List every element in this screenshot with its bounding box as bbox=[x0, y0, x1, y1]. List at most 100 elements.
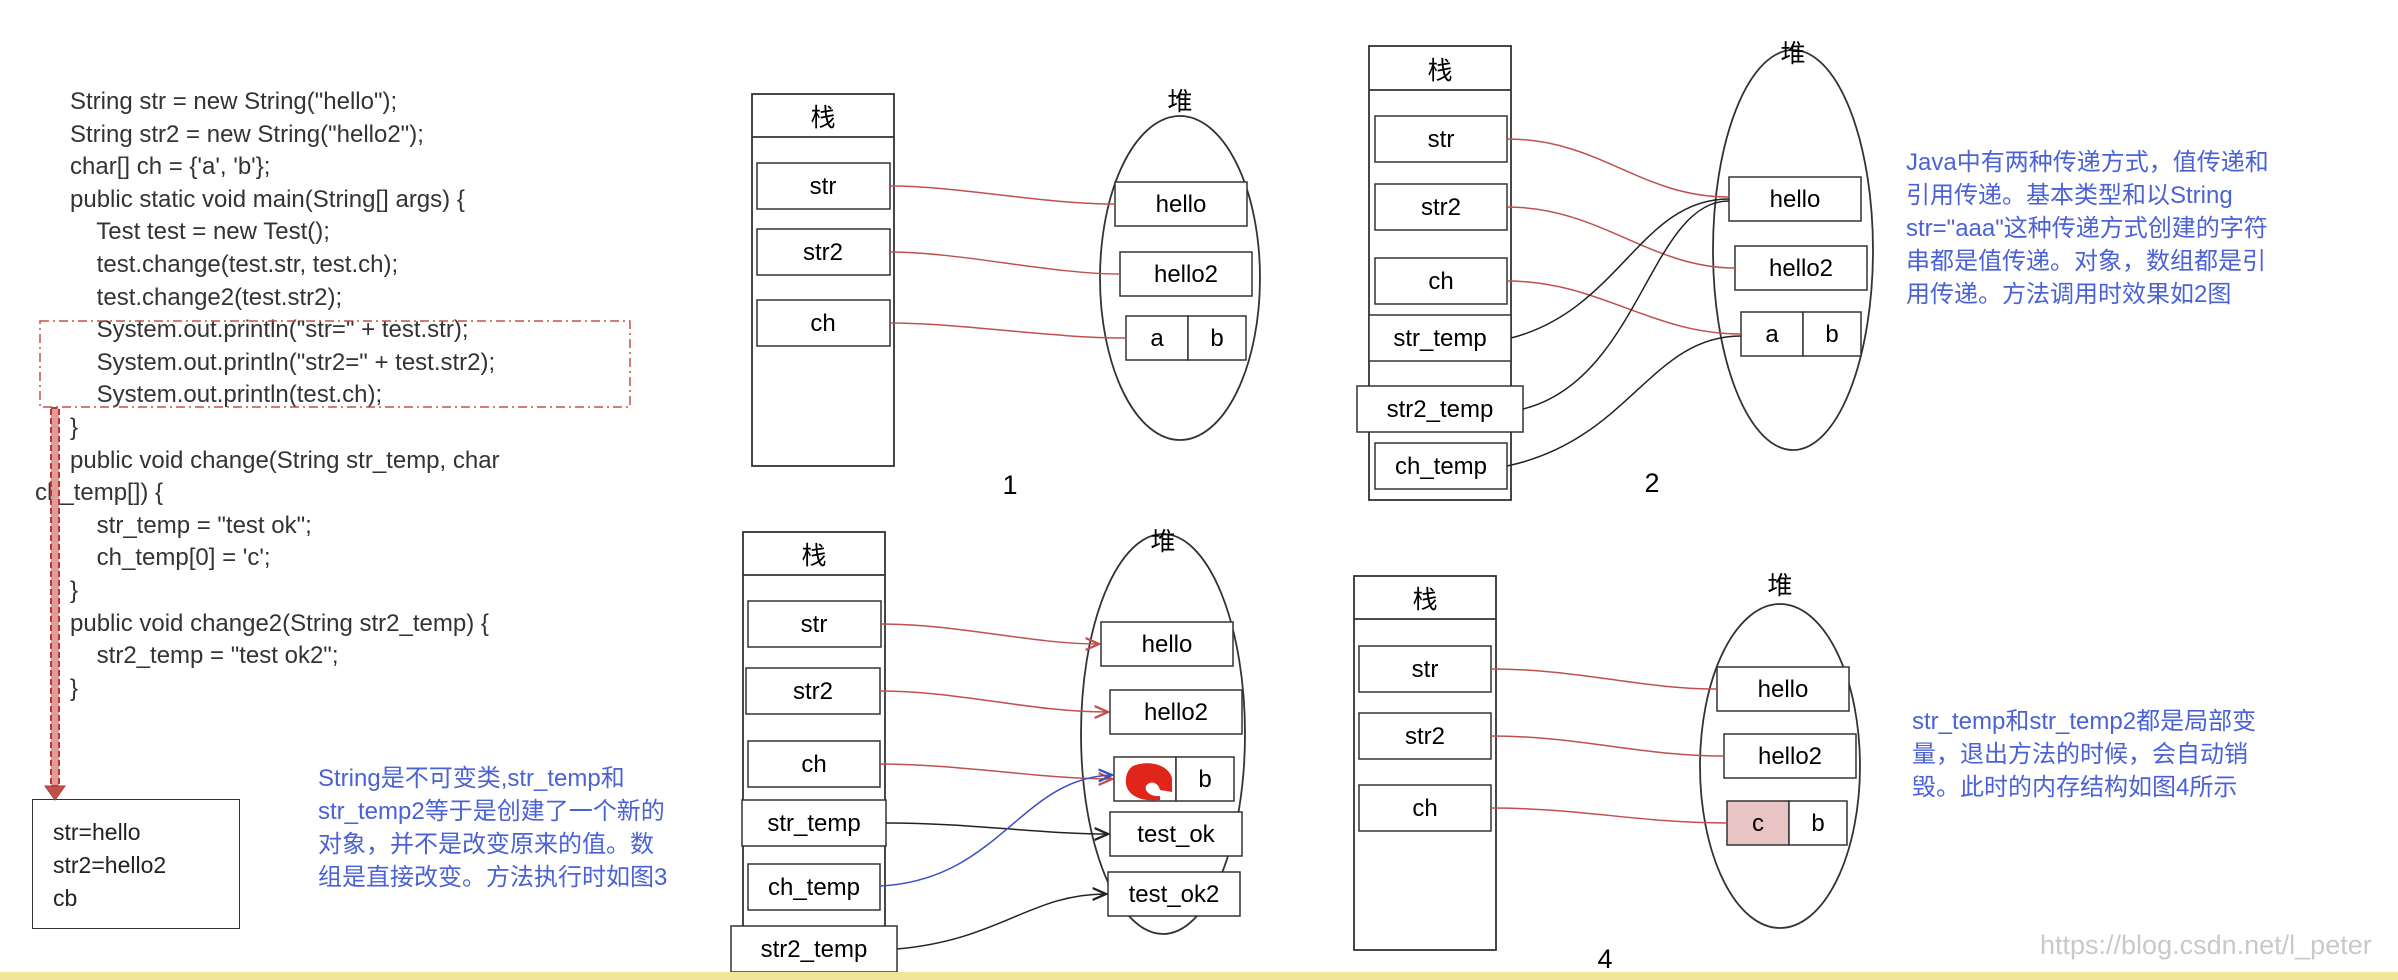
note-pass-by-value-reference: Java中有两种传递方式，值传递和 引用传递。基本类型和以String str=… bbox=[1906, 146, 2366, 311]
heap-object bbox=[1100, 621, 1234, 667]
output-flow-arrow bbox=[44, 407, 66, 801]
stack-frame bbox=[751, 93, 895, 467]
note-line: str_temp2等于是创建了一个新的 bbox=[318, 798, 665, 825]
reference-line bbox=[889, 185, 1116, 205]
heap-object-label: hello bbox=[1156, 191, 1207, 218]
stack-cell-label: ch_temp bbox=[768, 874, 860, 901]
heap-object bbox=[1107, 871, 1241, 917]
heap-object-label: test_ok bbox=[1137, 821, 1215, 848]
note-line: String是不可变类,str_temp和 bbox=[318, 765, 625, 792]
code-line: Test test = new Test(); bbox=[70, 218, 330, 246]
heap-object-label: hello2 bbox=[1758, 743, 1822, 770]
stack-cell-label: str bbox=[1412, 656, 1439, 683]
heap-array-label: b bbox=[1198, 766, 1211, 793]
code-line: String str2 = new String("hello2"); bbox=[70, 120, 424, 148]
stack-cell-label: ch bbox=[810, 310, 835, 337]
diagram-3: 栈 str str2 ch str_temp ch_temp str2_temp… bbox=[730, 528, 1246, 973]
code-line: public void change2(String str2_temp) { bbox=[70, 609, 489, 637]
heap-array-cell bbox=[1125, 315, 1189, 361]
code-line: str_temp = "test ok"; bbox=[70, 511, 312, 539]
stack-cell-label: str2 bbox=[1421, 194, 1461, 221]
diagram-number: 1 bbox=[1002, 470, 1017, 500]
stack-cell-label: str2_temp bbox=[1387, 396, 1494, 423]
code-line: } bbox=[70, 413, 79, 441]
reference-arrow bbox=[896, 894, 1106, 950]
heap-object-label: hello bbox=[1770, 186, 1821, 213]
stack-cell-label: ch bbox=[801, 751, 826, 778]
heap-array-cell bbox=[1740, 311, 1804, 357]
heap-array-cell bbox=[1788, 800, 1848, 846]
stack-cell-label: str2_temp bbox=[761, 936, 868, 963]
output-line: str=hello bbox=[53, 819, 141, 845]
code-line: } bbox=[70, 576, 79, 604]
code-line: str2_temp = "test ok2"; bbox=[70, 642, 339, 670]
heap-array-label: b bbox=[1210, 325, 1223, 352]
code-line: test.change(test.str, test.ch); bbox=[70, 250, 399, 278]
heap-array-label: c bbox=[1752, 810, 1764, 837]
reference-line bbox=[1506, 335, 1742, 467]
reference-line bbox=[1506, 280, 1742, 335]
heap-title: 堆 bbox=[1767, 572, 1792, 600]
stack-cell bbox=[1358, 645, 1492, 693]
code-line: public void change(String str_temp, char bbox=[70, 446, 500, 474]
heap-title: 堆 bbox=[1780, 40, 1805, 68]
code-line: test.change2(test.str2); bbox=[70, 283, 343, 311]
note-line: 引用传递。基本类型和以String bbox=[1906, 182, 2233, 209]
reference-line bbox=[1490, 735, 1725, 757]
note-line: 用传递。方法调用时效果如2图 bbox=[1906, 281, 2232, 308]
note-line: 串都是值传递。对象，数组都是引 bbox=[1906, 248, 2266, 275]
code-line: } bbox=[70, 674, 79, 702]
reference-line bbox=[1506, 138, 1730, 198]
diagram-4: 栈 str str2 ch 堆 hello hello2 c b 4 bbox=[1353, 572, 1861, 974]
note-local-variables: str_temp和str_temp2都是局部变 量，退出方法的时候，会自动销 毁… bbox=[1912, 705, 2352, 804]
reference-line bbox=[1490, 668, 1718, 690]
reference-line bbox=[1490, 807, 1728, 824]
stack-cell bbox=[1374, 442, 1508, 490]
stack-cell-label: str bbox=[1428, 126, 1455, 153]
heap-object-label: hello2 bbox=[1144, 699, 1208, 726]
stack-title: 栈 bbox=[1412, 586, 1437, 614]
code-line: System.out.println(test.ch); bbox=[70, 381, 383, 409]
overwrite-blob bbox=[1125, 763, 1172, 801]
code-line: char[] ch = {'a', 'b'}; bbox=[70, 153, 271, 181]
code-line: ch_temp[0] = 'c'; bbox=[70, 544, 271, 572]
heap-object bbox=[1723, 733, 1857, 779]
heap-object bbox=[1119, 251, 1253, 297]
heap-array-label: b bbox=[1825, 321, 1838, 348]
stack-cell bbox=[1374, 183, 1508, 231]
heap-object-label: test_ok2 bbox=[1129, 881, 1220, 908]
reference-line bbox=[1506, 206, 1736, 269]
stack-cell-label: str2 bbox=[793, 678, 833, 705]
stack-cell bbox=[747, 863, 881, 911]
stack-cell-label: str2 bbox=[1405, 723, 1445, 750]
console-output-box: str=hello str2=hello2 cb bbox=[32, 799, 240, 929]
reference-arrow bbox=[879, 690, 1108, 712]
heap-array-label: a bbox=[1150, 325, 1164, 352]
heap-title: 堆 bbox=[1150, 528, 1175, 556]
output-line: str2=hello2 bbox=[53, 852, 167, 878]
heap-object-label: hello bbox=[1758, 676, 1809, 703]
code-line: public static void main(String[] args) { bbox=[70, 185, 465, 213]
heap-object bbox=[1109, 811, 1243, 857]
stack-cell-label: str bbox=[801, 611, 828, 638]
note-line: 对象，并不是改变原来的值。数 bbox=[318, 831, 654, 858]
code-line: String str = new String("hello"); bbox=[70, 88, 398, 115]
reference-line bbox=[1510, 198, 1730, 339]
note-line: str_temp和str_temp2都是局部变 bbox=[1912, 708, 2257, 735]
heap-array-cell bbox=[1802, 311, 1862, 357]
heap-object-label: hello2 bbox=[1154, 261, 1218, 288]
heap-object bbox=[1109, 689, 1243, 735]
stack-cell-label: ch bbox=[1412, 795, 1437, 822]
stack-cell-label: str_temp bbox=[1393, 325, 1486, 352]
reference-arrow bbox=[880, 623, 1099, 644]
reference-line bbox=[1522, 200, 1730, 410]
stack-cell bbox=[1356, 385, 1524, 433]
stack-cell-label: str_temp bbox=[767, 810, 860, 837]
stack-cell-label: str2 bbox=[803, 239, 843, 266]
diagram-number: 2 bbox=[1644, 468, 1659, 498]
reference-line bbox=[889, 322, 1127, 339]
stack-cell-label: ch_temp bbox=[1395, 453, 1487, 480]
note-line: 组是直接改变。方法执行时如图3 bbox=[318, 864, 668, 891]
heap-array-cell bbox=[1175, 756, 1235, 802]
